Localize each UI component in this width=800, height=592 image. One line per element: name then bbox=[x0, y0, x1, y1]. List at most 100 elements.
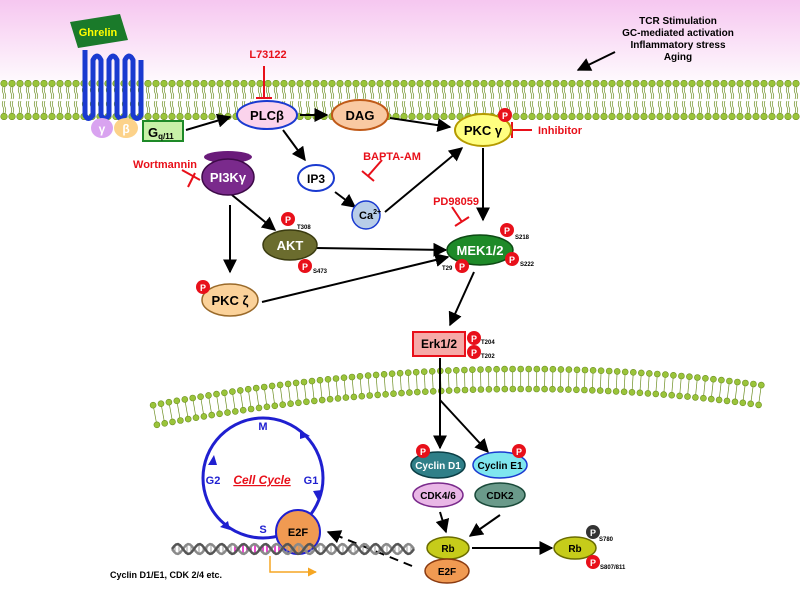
g-beta-label: β bbox=[122, 122, 129, 136]
nuclear-lipid-head bbox=[428, 367, 436, 375]
nuclear-lipid-tail bbox=[647, 376, 650, 391]
nuclear-lipid-head bbox=[629, 368, 637, 376]
nuclear-lipid-head bbox=[342, 394, 350, 401]
rb-s780-site: S780 bbox=[599, 537, 614, 543]
nuclear-lipid-head bbox=[205, 392, 212, 399]
nuclear-lipid-head bbox=[734, 378, 741, 386]
nuclear-lipid-tail bbox=[679, 378, 682, 393]
nuclear-lipid-head bbox=[295, 399, 302, 407]
nuclear-lipid-head bbox=[509, 385, 517, 393]
cyclind1-p-label: P bbox=[420, 447, 426, 457]
rb-phospho-label: Rb bbox=[568, 544, 581, 555]
rb-phospho-s780 bbox=[586, 525, 600, 539]
nuclear-lipid-head bbox=[429, 387, 437, 395]
rb-phospho-s807 bbox=[586, 555, 600, 569]
stimuli-list: TCR Stimulation GC-mediated activation I… bbox=[622, 16, 734, 63]
nuclear-lipid-head bbox=[707, 395, 715, 403]
nuclear-lipid-head bbox=[573, 366, 581, 374]
pi3k-node bbox=[201, 158, 255, 196]
nuclear-lipid-head bbox=[557, 386, 564, 393]
nuclear-lipid-head bbox=[684, 393, 691, 400]
nuclear-lipid-head bbox=[668, 391, 676, 399]
nuclear-lipid-head bbox=[565, 386, 572, 393]
nuclear-lipid-head bbox=[192, 414, 200, 422]
nuclear-lipid-head bbox=[287, 400, 294, 408]
nuclear-lipid-tail bbox=[232, 394, 236, 409]
nuclear-lipid-tail bbox=[600, 373, 602, 388]
nuclear-lipid-tail bbox=[367, 378, 370, 393]
nuclear-lipid-tail bbox=[327, 382, 331, 397]
nuclear-lipid-head bbox=[388, 370, 396, 378]
akt-phospho-t308 bbox=[281, 212, 295, 226]
stimulus-inflammatory: Inflammatory stress bbox=[630, 40, 725, 51]
ghrelin-label: Ghrelin bbox=[79, 27, 118, 39]
mek-phospho-s222 bbox=[505, 252, 519, 266]
cell-cycle-ring bbox=[201, 416, 325, 540]
nuclear-lipid-head bbox=[660, 391, 668, 398]
nuclear-lipid-tail bbox=[711, 382, 714, 397]
nuclear-lipid-tail bbox=[703, 381, 706, 396]
nuclear-lipid-head bbox=[757, 381, 765, 389]
nuclear-lipid-head bbox=[197, 393, 204, 401]
nuclear-lipid-head bbox=[755, 401, 762, 409]
nuclear-lipid-head bbox=[613, 368, 621, 375]
nuclear-lipid-head bbox=[678, 372, 685, 380]
l73122-label: L73122 bbox=[249, 49, 286, 61]
arrow-ip3-ca bbox=[334, 191, 357, 208]
ghrelin-receptor: Ghrelin bbox=[70, 14, 144, 121]
nuclear-lipid-head bbox=[597, 367, 605, 375]
nuclear-lipid-head bbox=[452, 366, 460, 374]
nuclear-lipid-head bbox=[461, 386, 469, 394]
nuclear-lipid-head bbox=[485, 365, 492, 373]
nuclear-lipid-tail bbox=[153, 408, 157, 422]
cycle-arrowhead-4 bbox=[220, 521, 230, 530]
akt-t308-site: T308 bbox=[297, 225, 311, 231]
nuclear-lipid-tail bbox=[383, 377, 386, 392]
nuclear-lipid-head bbox=[334, 395, 342, 402]
nuclear-lipid-tail bbox=[695, 380, 698, 395]
nuclear-lipid-head bbox=[263, 403, 271, 411]
nuclear-lipid-head bbox=[612, 388, 620, 395]
nuclear-lipid-head bbox=[700, 394, 707, 402]
nuclear-lipid-head bbox=[533, 385, 540, 393]
nuclear-lipid-head bbox=[332, 375, 340, 382]
nuclear-lipid-tail bbox=[432, 374, 434, 389]
pkcg-phospho-label: P bbox=[502, 111, 508, 121]
arrow-stimuli-to-pkcg bbox=[576, 51, 616, 71]
nuclear-lipid-head bbox=[628, 388, 636, 396]
mek-phospho-t29 bbox=[455, 259, 469, 273]
cyclind1-label: Cyclin D1 bbox=[415, 461, 461, 472]
nuclear-lipid-head bbox=[747, 400, 755, 408]
nuclear-lipid-head bbox=[702, 374, 709, 382]
nuclear-lipid-tail bbox=[351, 379, 354, 394]
target-genes-label: Cyclin D1/E1, CDK 2/4 etc. bbox=[110, 570, 222, 580]
nuclear-lipid-head bbox=[501, 385, 509, 393]
nuclear-lipid-head bbox=[404, 369, 412, 377]
nuclear-lipid-head bbox=[581, 366, 589, 374]
nuclear-lipid-head bbox=[284, 380, 292, 388]
inhibitor-label: Inhibitor bbox=[538, 125, 583, 137]
nuclear-lipid-head bbox=[318, 396, 326, 404]
wortmannin-label: Wortmannin bbox=[133, 159, 197, 171]
nuclear-lipid-tail bbox=[655, 376, 658, 392]
nuclear-lipid-head bbox=[621, 368, 629, 376]
nuclear-lipid-head bbox=[396, 369, 404, 377]
g-beta-subunit bbox=[114, 118, 138, 138]
nuclear-lipid-tail bbox=[240, 393, 244, 408]
phase-m: M bbox=[258, 421, 267, 433]
pkcg-phospho bbox=[498, 108, 512, 122]
nuclear-lipid-tail bbox=[727, 383, 730, 398]
nuclear-lipid-tail bbox=[343, 380, 346, 395]
mek-label: MEK1/2 bbox=[457, 243, 504, 258]
arrow-dag-pkcg bbox=[389, 117, 452, 133]
nuclear-lipid-head bbox=[420, 368, 428, 376]
cycline1-p-label: P bbox=[516, 447, 522, 457]
nuclear-lipid-head bbox=[324, 375, 332, 383]
nuclear-lipid-head bbox=[573, 386, 580, 394]
nuclear-lipid-head bbox=[742, 379, 749, 387]
nuclear-lipid-tail bbox=[177, 403, 181, 418]
nuclear-lipid-tail bbox=[169, 405, 173, 420]
nuclear-lipid-head bbox=[232, 408, 239, 415]
nuclear-lipid-head bbox=[589, 366, 597, 374]
cyclind1-node bbox=[410, 451, 466, 479]
